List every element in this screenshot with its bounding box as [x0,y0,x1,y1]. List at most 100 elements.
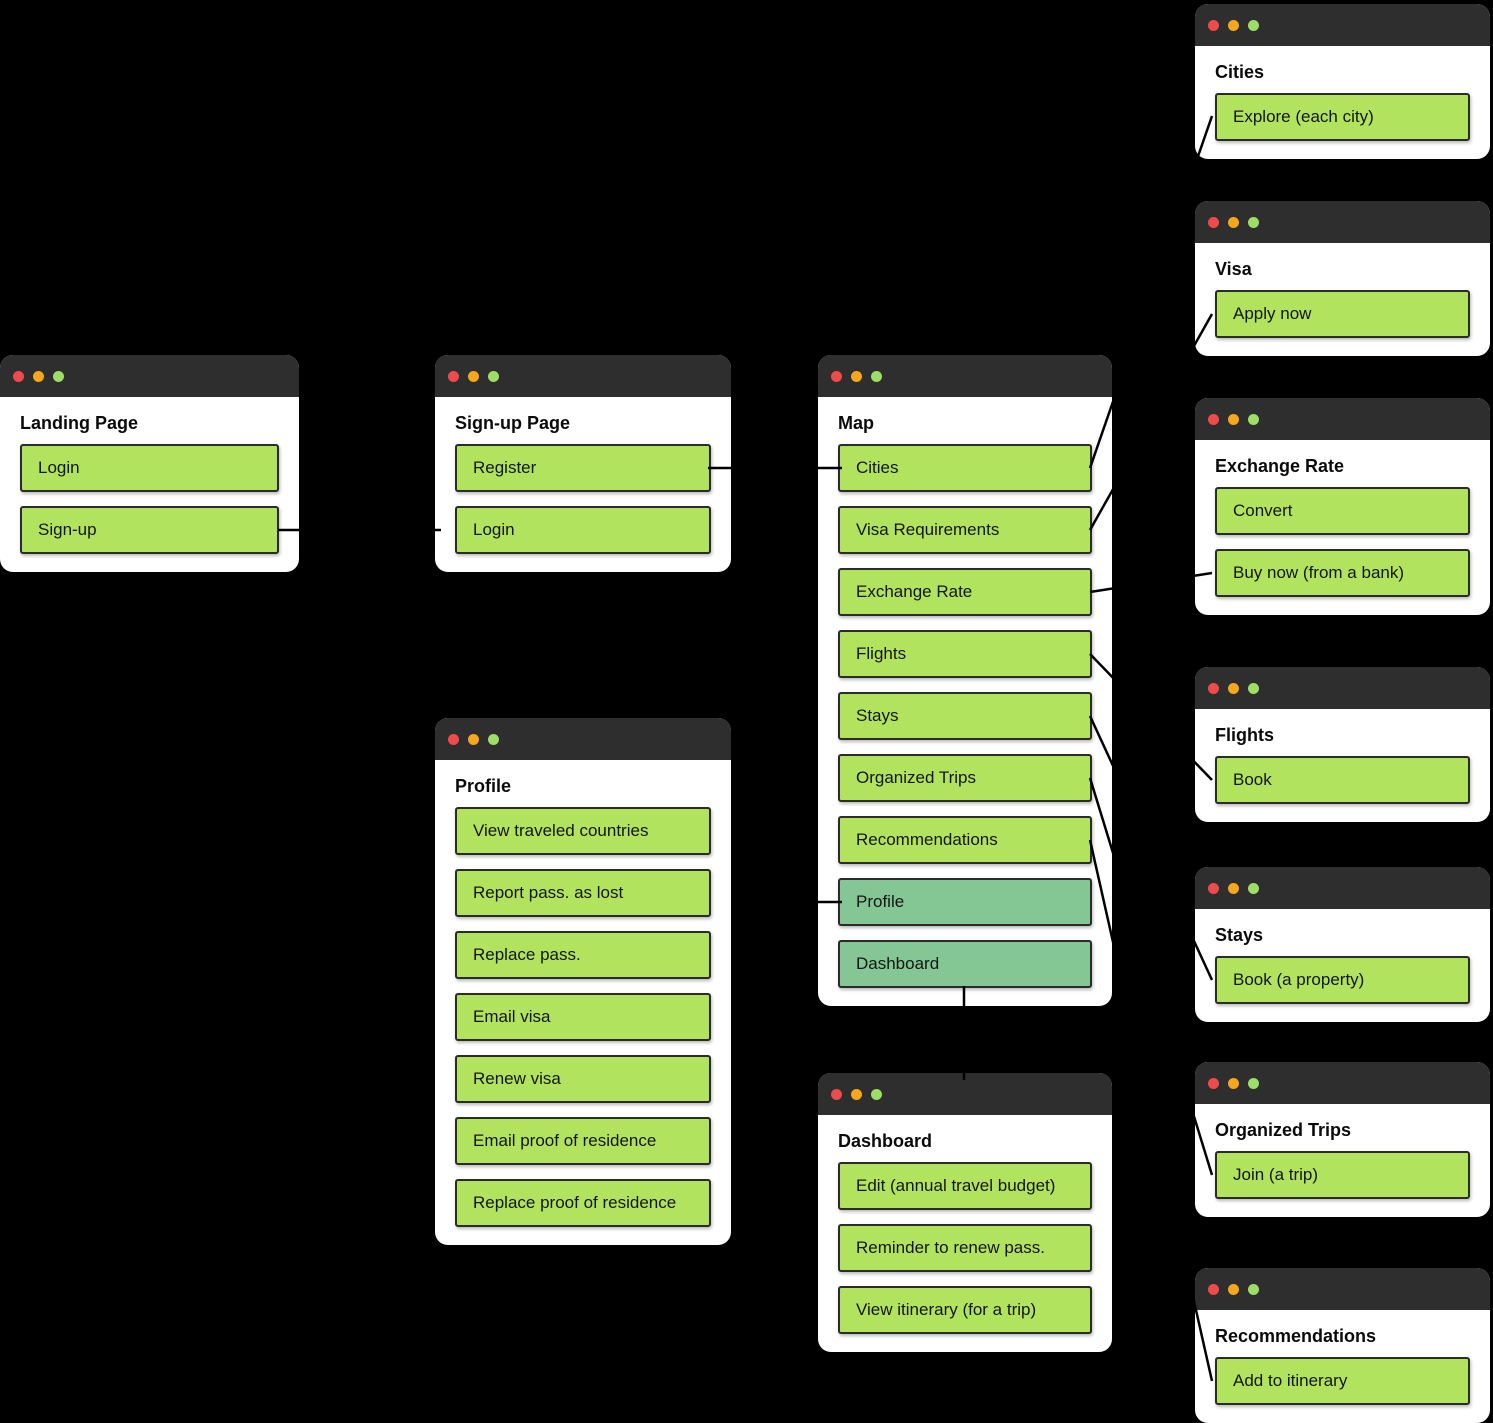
zoom-dot-icon [1248,216,1259,228]
minimize-dot-icon [468,370,479,382]
close-dot-icon [448,733,459,745]
window-titlebar [435,718,731,760]
zoom-dot-icon [1248,1077,1259,1089]
item-button-login[interactable]: Login [455,506,711,554]
item-button-add-to-itinerary[interactable]: Add to itinerary [1215,1357,1470,1405]
minimize-dot-icon [1228,882,1239,894]
window-title: Cities [1215,62,1265,82]
window-title: Flights [1215,725,1274,745]
item-button-recommendations[interactable]: Recommendations [838,816,1092,864]
window-titlebar [435,355,731,397]
minimize-dot-icon [468,733,479,745]
window-titlebar [1195,1062,1490,1104]
window-titlebar [1195,201,1490,243]
window-titlebar [0,355,299,397]
window-body: Flights Book [1195,709,1490,822]
item-button-login[interactable]: Login [20,444,279,492]
zoom-dot-icon [1248,882,1259,894]
item-button-cities[interactable]: Cities [838,444,1092,492]
window-stays: Stays Book (a property) [1195,867,1490,1022]
window-titlebar [1195,667,1490,709]
item-button-dashboard[interactable]: Dashboard [838,940,1092,988]
window-titlebar [1195,1268,1490,1310]
close-dot-icon [1208,1283,1219,1295]
minimize-dot-icon [1228,682,1239,694]
item-button-profile[interactable]: Profile [838,878,1092,926]
window-items: Add to itinerary [1215,1357,1470,1405]
zoom-dot-icon [871,370,882,382]
item-button-edit-annual-travel-budget[interactable]: Edit (annual travel budget) [838,1162,1092,1210]
window-title: Dashboard [838,1131,933,1151]
close-dot-icon [1208,1077,1219,1089]
item-button-report-pass-as-lost[interactable]: Report pass. as lost [455,869,711,917]
item-button-visa-requirements[interactable]: Visa Requirements [838,506,1092,554]
minimize-dot-icon [1228,216,1239,228]
window-items: Book [1215,756,1470,804]
item-button-replace-proof-of-residence[interactable]: Replace proof of residence [455,1179,711,1227]
minimize-dot-icon [851,1088,862,1100]
item-button-explore-each-city[interactable]: Explore (each city) [1215,93,1470,141]
zoom-dot-icon [1248,682,1259,694]
item-button-flights[interactable]: Flights [838,630,1092,678]
window-titlebar [1195,398,1490,440]
window-titlebar [818,1073,1112,1115]
item-button-exchange-rate[interactable]: Exchange Rate [838,568,1092,616]
zoom-dot-icon [871,1088,882,1100]
window-dashboard: Dashboard Edit (annual travel budget) Rem… [818,1073,1112,1352]
item-button-join-a-trip[interactable]: Join (a trip) [1215,1151,1470,1199]
minimize-dot-icon [1228,1283,1239,1295]
close-dot-icon [1208,216,1219,228]
close-dot-icon [831,1088,842,1100]
item-button-organized-trips[interactable]: Organized Trips [838,754,1092,802]
window-title: Visa [1215,259,1252,279]
item-button-stays[interactable]: Stays [838,692,1092,740]
window-cities: Cities Explore (each city) [1195,4,1490,159]
window-titlebar [1195,867,1490,909]
item-button-email-visa[interactable]: Email visa [455,993,711,1041]
window-body: Organized Trips Join (a trip) [1195,1104,1490,1217]
zoom-dot-icon [488,370,499,382]
item-button-book-a-property[interactable]: Book (a property) [1215,956,1470,1004]
window-body: Dashboard Edit (annual travel budget) Rem… [818,1115,1112,1352]
window-flights: Flights Book [1195,667,1490,822]
window-title: Landing Page [20,413,139,433]
item-button-view-traveled-countries[interactable]: View traveled countries [455,807,711,855]
window-title: Sign-up Page [455,413,571,433]
zoom-dot-icon [1248,413,1259,425]
item-button-email-proof-of-residence[interactable]: Email proof of residence [455,1117,711,1165]
item-button-reminder-to-renew-pass[interactable]: Reminder to renew pass. [838,1224,1092,1272]
window-items: Apply now [1215,290,1470,338]
item-button-apply-now[interactable]: Apply now [1215,290,1470,338]
close-dot-icon [13,370,24,382]
close-dot-icon [831,370,842,382]
close-dot-icon [1208,882,1219,894]
window-recommendations: Recommendations Add to itinerary [1195,1268,1490,1423]
item-button-replace-pass[interactable]: Replace pass. [455,931,711,979]
minimize-dot-icon [33,370,44,382]
window-body: Cities Explore (each city) [1195,46,1490,159]
item-button-view-itinerary-for-a-trip[interactable]: View itinerary (for a trip) [838,1286,1092,1334]
item-button-sign-up[interactable]: Sign-up [20,506,279,554]
zoom-dot-icon [1248,1283,1259,1295]
item-button-book[interactable]: Book [1215,756,1470,804]
window-title: Exchange Rate [1215,456,1345,476]
item-button-register[interactable]: Register [455,444,711,492]
item-button-renew-visa[interactable]: Renew visa [455,1055,711,1103]
minimize-dot-icon [1228,413,1239,425]
zoom-dot-icon [53,370,64,382]
item-button-buy-now-from-a-bank[interactable]: Buy now (from a bank) [1215,549,1470,597]
item-button-convert[interactable]: Convert [1215,487,1470,535]
minimize-dot-icon [1228,19,1239,31]
